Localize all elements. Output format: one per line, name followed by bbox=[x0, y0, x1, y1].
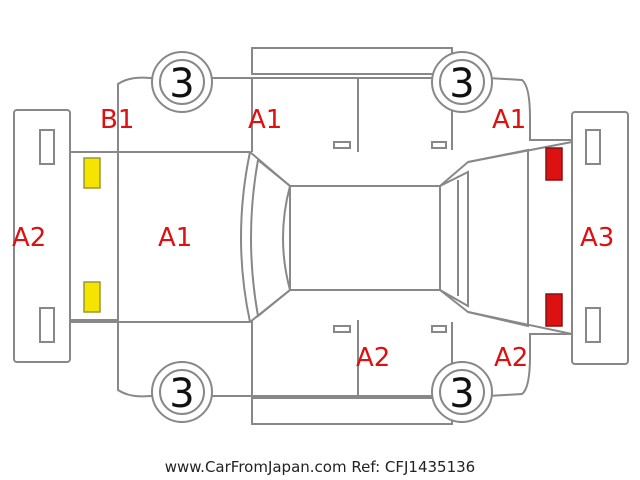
wheel-front-right: 3 bbox=[151, 361, 213, 423]
wheel-front-left-number: 3 bbox=[169, 61, 194, 107]
taillight-marker-top bbox=[545, 147, 563, 181]
damage-label-a1-top-right: A1 bbox=[492, 105, 526, 135]
wheel-rear-left-number: 3 bbox=[449, 61, 474, 107]
top-side-panel bbox=[70, 76, 572, 153]
damage-label-a2-bottom-right: A2 bbox=[494, 343, 528, 373]
headlight-marker-bottom bbox=[83, 281, 101, 313]
bottom-side-panel bbox=[70, 319, 572, 398]
wheel-front-left: 3 bbox=[151, 51, 213, 113]
wheel-rear-right-number: 3 bbox=[449, 371, 474, 417]
taillight-marker-bottom bbox=[545, 293, 563, 327]
damage-label-a1-hood: A1 bbox=[158, 223, 192, 253]
car-top-body bbox=[69, 140, 573, 336]
headlight-marker-top bbox=[83, 157, 101, 189]
footer-reference: www.CarFromJapan.com Ref: CFJ1435136 bbox=[165, 458, 475, 476]
wheel-rear-right: 3 bbox=[431, 361, 493, 423]
damage-label-b1: B1 bbox=[100, 105, 134, 135]
damage-label-a2-front: A2 bbox=[12, 223, 46, 253]
damage-label-a1-top-mid: A1 bbox=[248, 105, 282, 135]
wheel-front-right-number: 3 bbox=[169, 371, 194, 417]
damage-label-a3-rear: A3 bbox=[580, 223, 614, 253]
damage-label-a2-bottom-mid: A2 bbox=[356, 343, 390, 373]
wheel-rear-left: 3 bbox=[431, 51, 493, 113]
